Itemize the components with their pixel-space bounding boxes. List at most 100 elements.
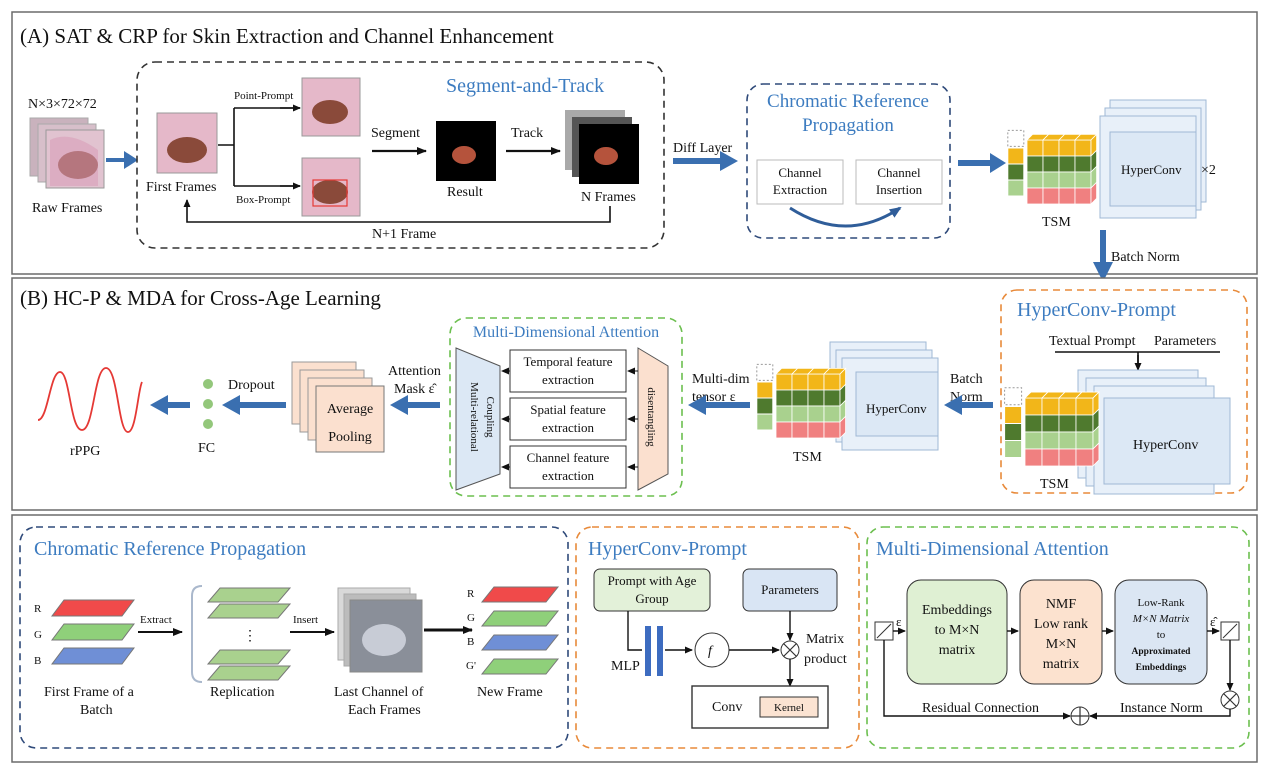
tsm-cell	[775, 389, 793, 407]
attn-mask-line1: Attention	[388, 364, 441, 379]
prompt-branch-lines	[218, 107, 300, 187]
tsm-cell-side	[1092, 442, 1100, 467]
plane-label-b: B	[34, 655, 41, 667]
arrow-diff-layer	[673, 151, 738, 171]
tsm-cell	[775, 421, 793, 439]
tsm-shift-cell	[756, 381, 774, 399]
tsm-cell	[1026, 187, 1044, 205]
tsm-shift-cell	[756, 397, 774, 415]
tsm-cell	[1058, 414, 1077, 433]
tsm-cell	[823, 405, 841, 423]
fc-label: FC	[198, 441, 215, 456]
tsm-cell	[807, 373, 825, 391]
coupling-line2: Coupling	[484, 397, 496, 438]
box-prompt-label: Box-Prompt	[236, 194, 290, 206]
hcp-detail-title: HyperConv-Prompt	[588, 538, 747, 560]
hyperconv-middle-label: HyperConv	[866, 401, 927, 416]
coupling-trapezoid	[455, 347, 501, 491]
hyperconv-top-box	[1109, 131, 1197, 207]
batch-norm-label: Batch Norm	[1111, 250, 1180, 265]
segment-and-track-title: Segment-and-Track	[446, 75, 604, 97]
arrow-fc-to-rppg	[150, 395, 190, 415]
prompt-age-line2: Group	[635, 591, 668, 606]
emb-line3: matrix	[939, 643, 976, 658]
fc-node-3	[203, 419, 213, 429]
tsm-cell	[1058, 155, 1076, 173]
multi-dim-line1: Multi-dim	[692, 372, 750, 387]
mda-title-b: Multi-Dimensional Attention	[473, 324, 659, 341]
new-frame-plane-gprime	[480, 658, 560, 675]
lowrank-box	[1114, 579, 1208, 685]
insert-label: Insert	[293, 614, 318, 626]
tsm-cell	[791, 389, 809, 407]
tsm-cell	[823, 373, 841, 391]
crp-curve-arrow	[789, 206, 902, 228]
channel-extraction-line1: Channel	[778, 165, 822, 180]
tsm-shift-ghost-cell	[1004, 387, 1023, 406]
crp-box	[746, 83, 951, 239]
channel-line2: extraction	[542, 468, 594, 483]
tsm-cell	[1074, 155, 1092, 173]
arrow-tsm-to-mda	[688, 395, 750, 415]
raw-frames-label: Raw Frames	[32, 201, 102, 216]
track-label: Track	[511, 126, 543, 141]
spatial-line2: extraction	[542, 420, 594, 435]
avg-pool-line2: Pooling	[328, 430, 372, 445]
tsm-hyperconv-prompt	[1004, 369, 1231, 495]
tsm-cell	[1024, 397, 1043, 416]
panel-b: (B) HC-P & MDA for Cross-Age Learning Hy…	[11, 277, 1258, 511]
lowrank-line1: Low-Rank	[1137, 597, 1185, 609]
new-plane-label-g: G	[467, 612, 475, 624]
mlp-bar-1	[645, 626, 651, 676]
fc-node-1	[203, 379, 213, 389]
fc-node-2	[203, 399, 213, 409]
conv-label: Conv	[712, 700, 742, 715]
tsm-shift-cell	[1004, 440, 1023, 458]
tsm-hcp-label: TSM	[1040, 477, 1069, 492]
tsm-cell	[1024, 448, 1043, 467]
tsm-cell	[1026, 139, 1044, 157]
segment-and-track-box	[136, 61, 665, 249]
rppg-label: rPPG	[70, 444, 100, 459]
emb-line2: to M×N	[935, 623, 980, 638]
tsm-cell	[1074, 139, 1092, 157]
plane-label-g: G	[34, 629, 42, 641]
arrow-hcp-to-tsm	[944, 395, 993, 415]
hyperconv-prompt-label: HyperConv	[1133, 438, 1198, 453]
tsm-cell	[791, 421, 809, 439]
extract-label: Extract	[140, 614, 172, 626]
tsm-cell	[791, 373, 809, 391]
tsm-cell	[1058, 187, 1076, 205]
embeddings-box	[906, 579, 1008, 685]
disentangling-trapezoid	[637, 347, 669, 491]
tsm-shift-cell	[1004, 406, 1023, 424]
function-label: f	[708, 644, 714, 659]
nmf-box	[1019, 579, 1103, 685]
tsm-cell	[1042, 171, 1060, 189]
tsm-cell	[807, 405, 825, 423]
tsm-cube-middle	[756, 363, 847, 439]
tsm-cube-top	[1007, 129, 1098, 205]
tsm-cell	[1058, 171, 1076, 189]
new-frame-label: New Frame	[477, 685, 543, 700]
tsm-hyperconv-middle	[756, 341, 939, 451]
new-frame-plane-b	[480, 634, 560, 651]
n1-frame-feedback-arrow	[183, 199, 611, 223]
prompt-age-box	[593, 568, 711, 612]
tsm-cell	[1075, 397, 1094, 416]
channel-extraction-line2: Extraction	[773, 182, 828, 197]
channel-line1: Channel feature	[527, 450, 610, 465]
kernel-label: Kernel	[774, 702, 804, 714]
nmf-line3: M×N	[1046, 637, 1076, 652]
emb-line1: Embeddings	[922, 603, 992, 618]
input-dims-label: N×3×72×72	[28, 97, 97, 112]
tsm-cell-side	[1090, 181, 1097, 205]
lowrank-line2: M×N Matrix	[1132, 613, 1190, 625]
panel-a: (A) SAT & CRP for Skin Extraction and Ch…	[11, 11, 1258, 282]
tsm-cell	[1041, 414, 1060, 433]
tsm-cell	[1026, 171, 1044, 189]
tsm-cell	[1024, 414, 1043, 433]
arrow-mda-to-pool	[390, 395, 440, 415]
crp-title-line1: Chromatic Reference	[767, 91, 929, 112]
prompt-age-line1: Prompt with Age	[608, 573, 697, 588]
